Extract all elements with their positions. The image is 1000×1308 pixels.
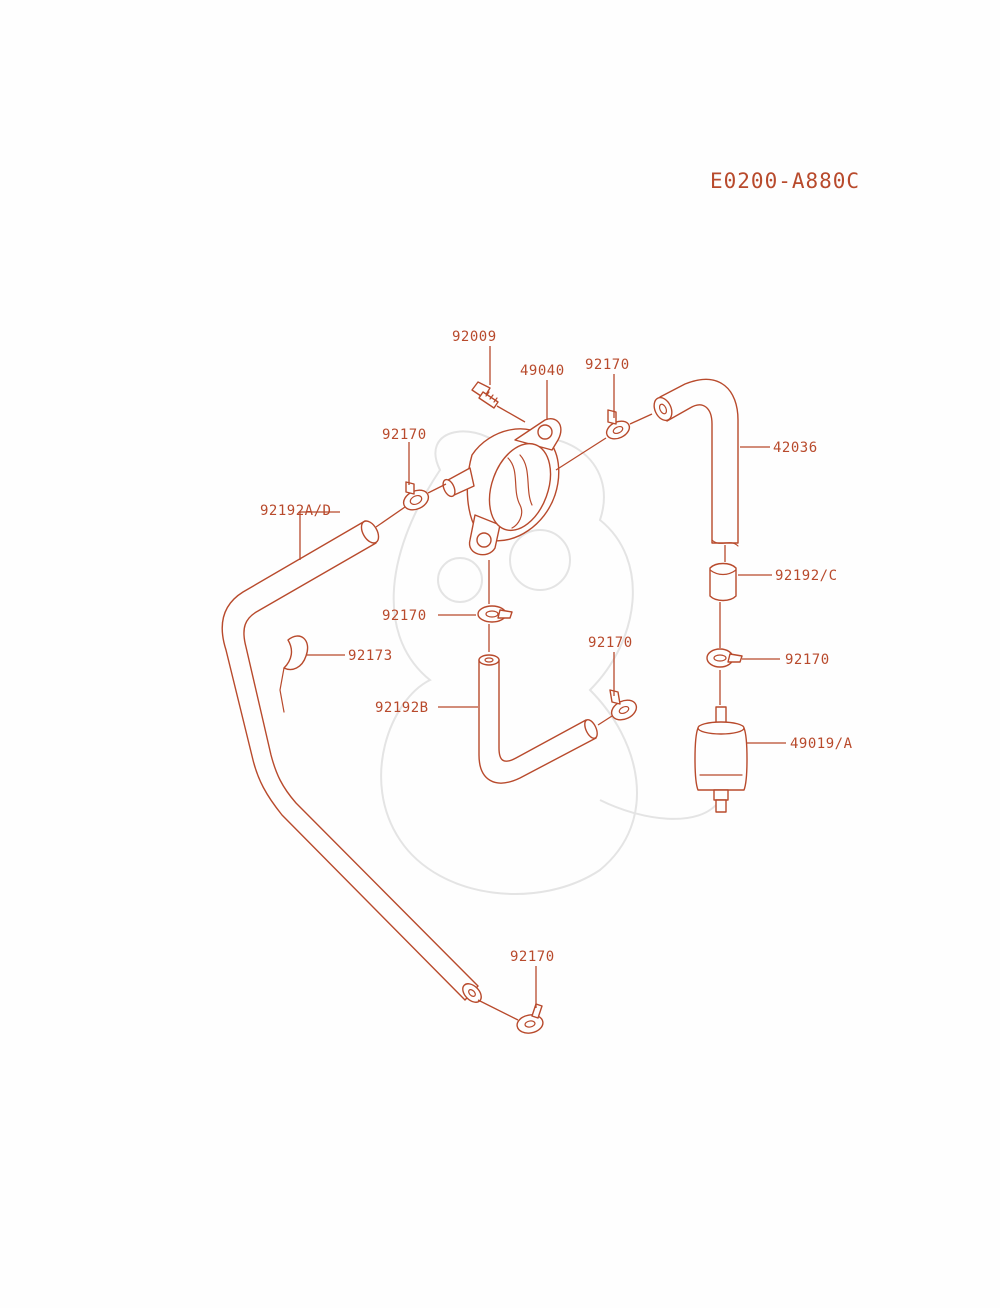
callout-clamp-pump-bottom: 92170 bbox=[382, 608, 427, 624]
bolt bbox=[471, 381, 499, 409]
leader-lines bbox=[299, 346, 786, 1021]
clamp-pump-inlet bbox=[402, 481, 430, 511]
upper-right-fuel-hose bbox=[653, 378, 739, 547]
clamp-filter-top bbox=[706, 648, 743, 668]
callout-fuel-pump: 49040 bbox=[520, 363, 565, 379]
clamp-elbow-hose bbox=[609, 689, 638, 721]
fuel-pump bbox=[442, 418, 562, 556]
clamp-pump-bottom bbox=[477, 605, 513, 623]
callout-clamp-pump-outlet: 92170 bbox=[585, 357, 630, 373]
callout-hose-elbow: 92192B bbox=[375, 700, 429, 716]
callout-clamp-pump-inlet: 92170 bbox=[382, 427, 427, 443]
callout-hose-long: 92192A/D bbox=[260, 503, 331, 519]
fuel-filter bbox=[694, 706, 748, 813]
callout-clip: 92173 bbox=[348, 648, 393, 664]
hose-clip bbox=[279, 635, 309, 713]
clamp-hose-end bbox=[516, 1003, 544, 1034]
callout-clamp-hose-end: 92170 bbox=[510, 949, 555, 965]
callout-fuel-filter: 49019/A bbox=[790, 736, 853, 752]
callout-clamp-filter-top: 92170 bbox=[785, 652, 830, 668]
diagram-code: E0200-A880C bbox=[710, 169, 860, 193]
callout-hose-short-sleeve: 92192/C bbox=[775, 568, 838, 584]
clamp-pump-outlet bbox=[605, 409, 631, 440]
callout-hose-upper-right: 42036 bbox=[773, 440, 818, 456]
long-fuel-hose bbox=[221, 520, 482, 1003]
callout-clamp-elbow-hose: 92170 bbox=[588, 635, 633, 651]
short-hose-sleeve bbox=[709, 562, 737, 602]
elbow-fuel-hose bbox=[478, 654, 598, 784]
callout-bolt: 92009 bbox=[452, 329, 497, 345]
